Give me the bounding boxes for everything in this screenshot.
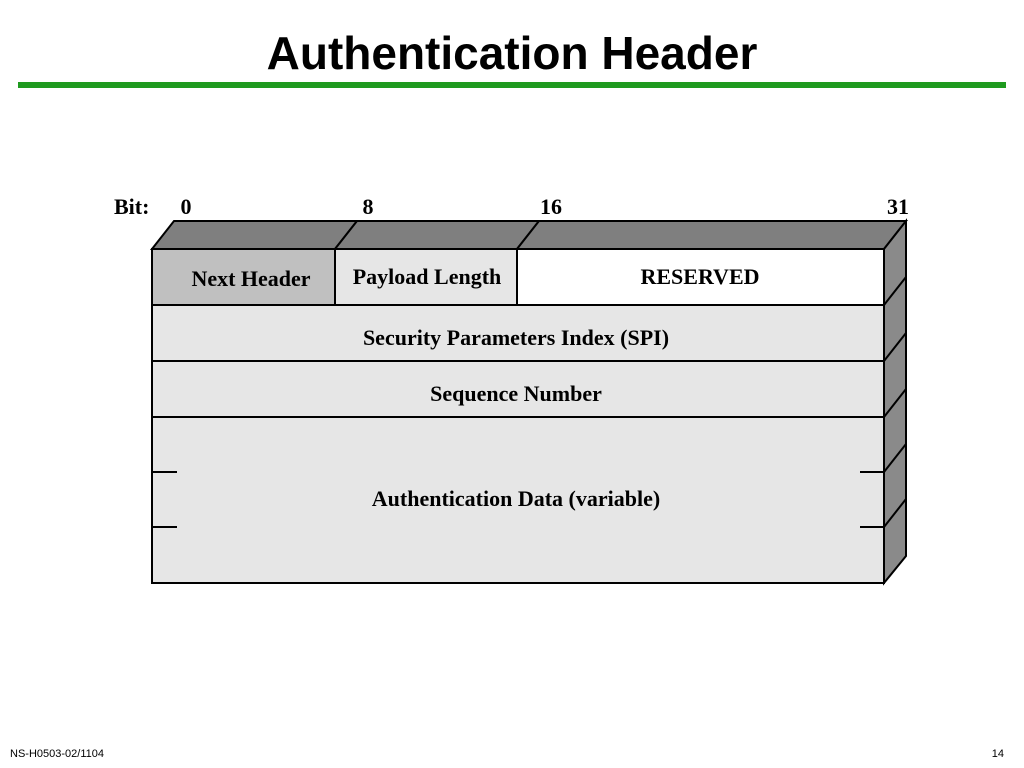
bit-marker-31: 31	[887, 194, 909, 219]
side-edge-4	[883, 443, 907, 473]
footer-course-code: NS-H0503-02/1104	[10, 748, 104, 760]
label-authentication-data: Authentication Data (variable)	[372, 486, 660, 511]
bit-marker-8: 8	[363, 194, 374, 219]
side-edge-2	[883, 332, 907, 362]
field-next-header	[151, 248, 336, 306]
side-edge-3	[883, 388, 907, 418]
field-sequence-number	[151, 360, 885, 418]
bit-label: Bit:	[114, 194, 149, 219]
label-spi: Security Parameters Index (SPI)	[363, 325, 669, 350]
bit-marker-0: 0	[181, 194, 192, 219]
field-reserved	[516, 248, 885, 306]
page-number: 14	[991, 748, 1004, 760]
field-spi	[151, 304, 885, 362]
label-payload-length: Payload Length	[353, 264, 502, 289]
title-divider	[18, 82, 1006, 88]
side-edge-1	[883, 276, 907, 306]
top-face-payload-length	[332, 220, 542, 250]
side-edge-5	[883, 498, 907, 528]
label-sequence-number: Sequence Number	[430, 381, 602, 406]
field-authentication-data	[151, 416, 885, 584]
top-face-reserved	[514, 220, 909, 250]
bit-marker-16: 16	[540, 194, 562, 219]
field-payload-length	[334, 248, 518, 306]
label-next-header: Next Header	[191, 266, 310, 291]
slide-title: Authentication Header	[266, 27, 758, 79]
label-reserved: RESERVED	[640, 264, 759, 289]
top-face-next-header	[149, 220, 360, 250]
